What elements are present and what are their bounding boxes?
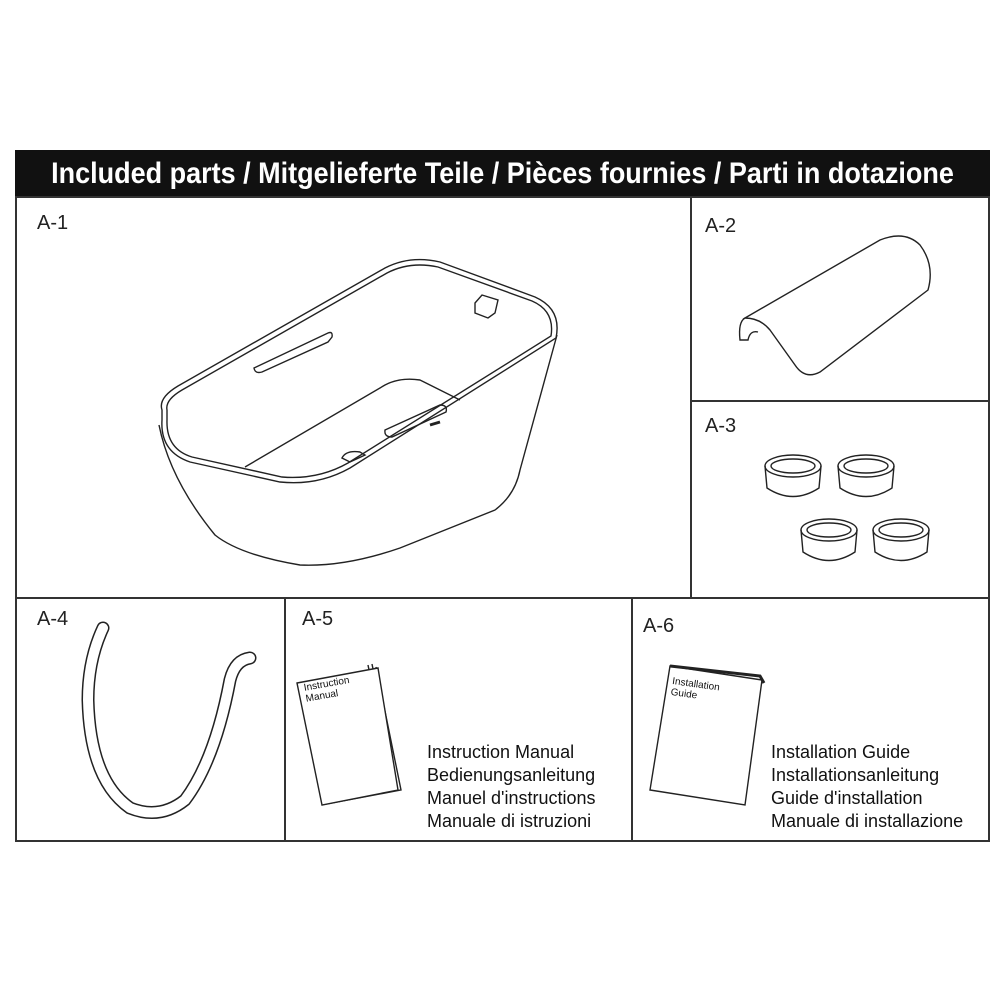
name-de: Bedienungsanleitung: [427, 765, 596, 785]
headrest-illustration: [738, 235, 931, 376]
part-label-a4: A-4: [37, 608, 69, 630]
part-label-a5: A-5: [302, 608, 334, 630]
name-en: Instruction Manual: [427, 742, 575, 762]
header-bar: Included parts / Mitgelieferte Teile / P…: [15, 150, 990, 197]
strap-illustration: [81, 621, 257, 819]
bathtub-illustration: [158, 258, 558, 566]
installation-guide-names: Installation Guide Installationsanleitun…: [771, 741, 963, 833]
name-en: Installation Guide: [771, 742, 911, 762]
cell-a6: [631, 597, 990, 842]
name-it: Manuale di installazione: [771, 811, 964, 831]
name-it: Manuale di istruzioni: [427, 811, 592, 831]
name-fr: Guide d'installation: [771, 788, 923, 808]
part-label-a1: A-1: [37, 212, 69, 234]
instruction-manual-names: Instruction Manual Bedienungsanleitung M…: [427, 741, 596, 833]
part-label-a3: A-3: [705, 415, 737, 437]
installation-guide-illustration: [649, 664, 766, 806]
part-label-a6: A-6: [643, 615, 675, 637]
name-fr: Manuel d'instructions: [427, 788, 596, 808]
instruction-manual-illustration: [296, 663, 402, 806]
name-de: Installationsanleitung: [771, 765, 940, 785]
rings-illustration: [764, 454, 930, 562]
page-title: Included parts / Mitgelieferte Teile / P…: [51, 156, 954, 190]
part-label-a2: A-2: [705, 215, 737, 237]
